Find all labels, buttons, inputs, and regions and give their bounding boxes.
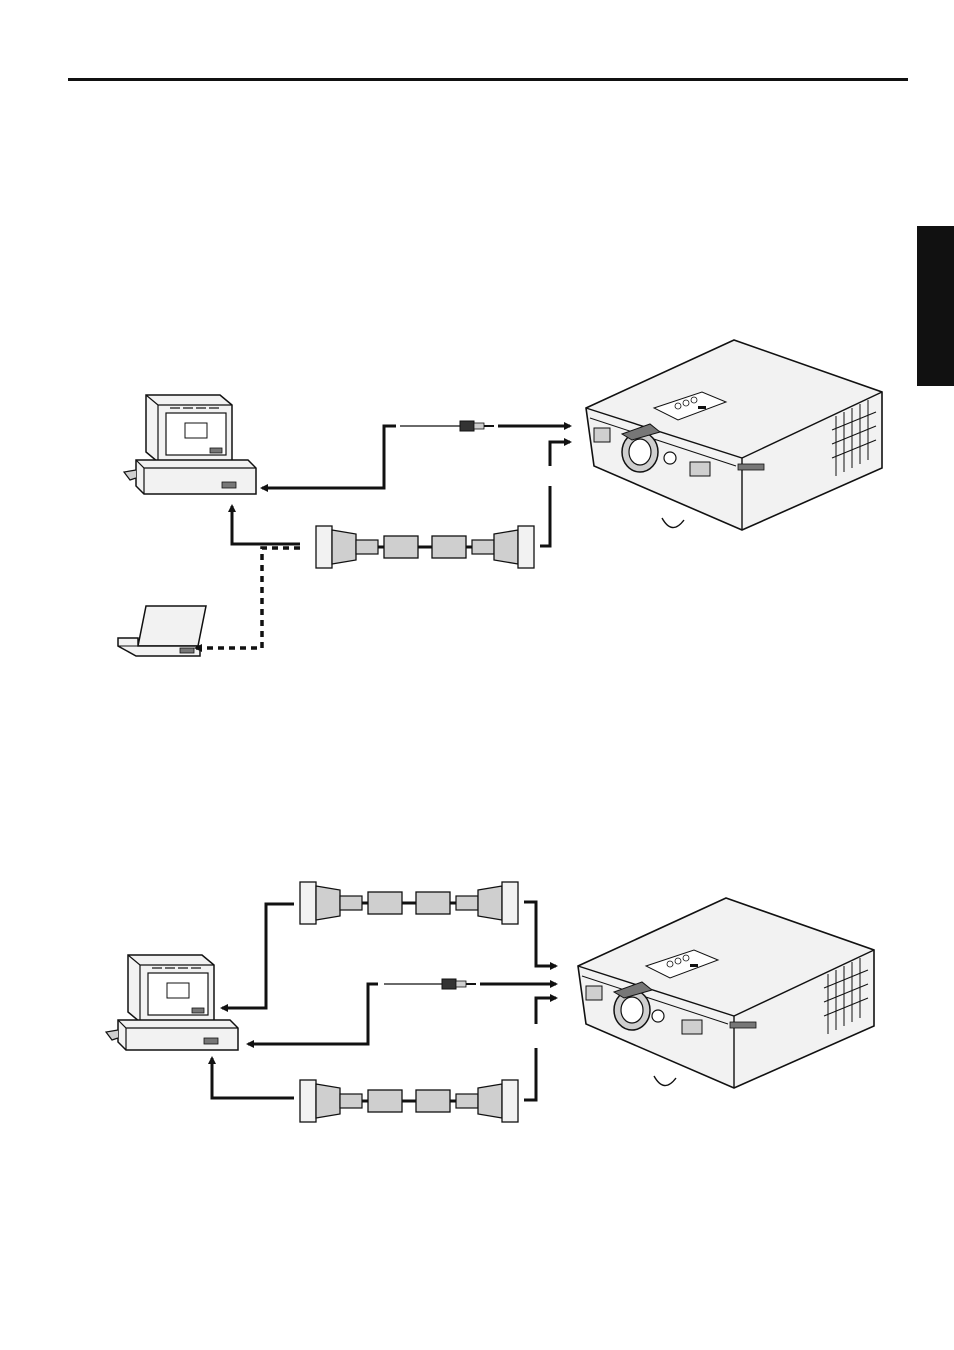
projector-icon — [578, 898, 874, 1088]
connection-diagram-1 — [0, 330, 954, 670]
audio-cable — [262, 421, 570, 488]
rgb-cable-lower — [212, 998, 556, 1122]
d-sub-connector-icon — [456, 1080, 518, 1122]
d-sub-connector-icon — [472, 526, 534, 568]
d-sub-connector-icon — [456, 882, 518, 924]
audio-plug-icon — [460, 421, 494, 431]
d-sub-connector-icon — [300, 1080, 362, 1122]
desktop-computer-icon — [124, 395, 256, 494]
d-sub-connector-icon — [300, 882, 362, 924]
header-rule — [68, 78, 908, 81]
rgb-cable-upper — [222, 882, 556, 1008]
audio-cable — [248, 979, 556, 1044]
projector-icon — [586, 340, 882, 530]
connection-diagram-2 — [0, 868, 954, 1138]
d-sub-connector-icon — [316, 526, 378, 568]
desktop-computer-icon — [106, 955, 238, 1050]
audio-plug-icon — [442, 979, 476, 989]
laptop-computer-icon — [118, 606, 206, 656]
